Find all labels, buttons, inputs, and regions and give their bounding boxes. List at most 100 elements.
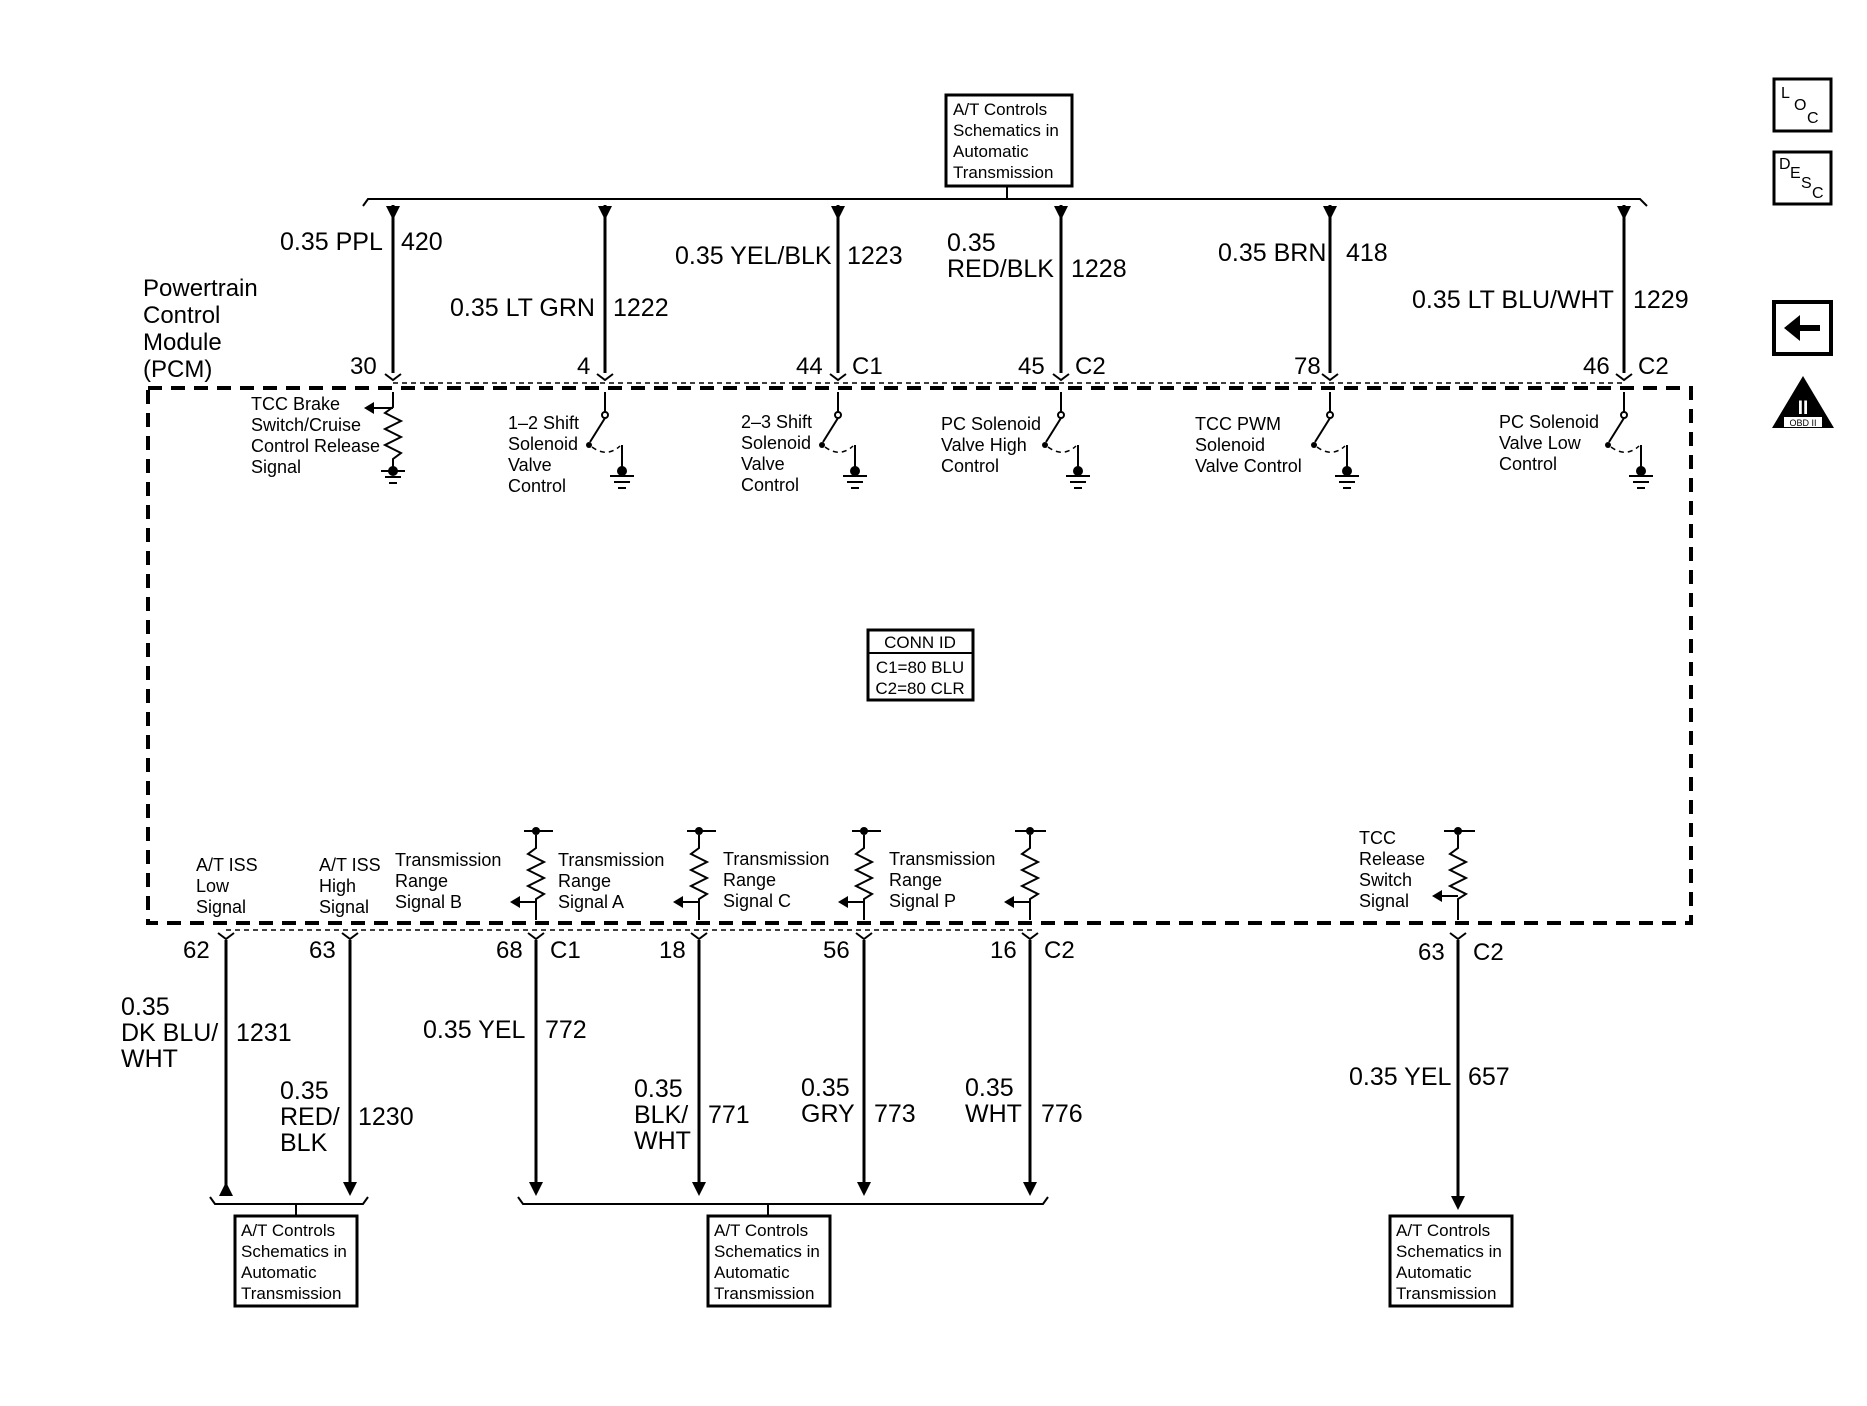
wire-773[interactable]: 56 0.35 GRY 773 — [801, 932, 916, 1196]
svg-text:OBD II: OBD II — [1789, 418, 1816, 428]
wire-773-circuit: 773 — [874, 1100, 916, 1128]
pcm-input-range-c: Transmission Range Signal C — [723, 827, 881, 920]
wire-1229-pin: 46 — [1583, 353, 1610, 380]
svg-text:Control: Control — [508, 476, 566, 496]
bottom-destination-box-1[interactable]: A/T Controls Schematics in Automatic Tra… — [233, 1214, 359, 1308]
top-dest-line-3: Automatic — [953, 142, 1029, 161]
pcm-input-range-b: Transmission Range Signal B — [395, 827, 553, 920]
pcm-boundary — [146, 386, 1693, 925]
wire-1222[interactable]: 0.35 LT GRN 1222 4 — [450, 205, 669, 382]
svg-text:C: C — [1812, 185, 1824, 202]
svg-text:C: C — [1807, 110, 1819, 127]
wire-418-pin: 78 — [1294, 353, 1321, 380]
svg-text:Schematics in: Schematics in — [714, 1242, 820, 1261]
svg-text:A/T Controls: A/T Controls — [1396, 1221, 1490, 1240]
description-button[interactable]: D E S C — [1772, 150, 1833, 206]
svg-text:Signal P: Signal P — [889, 891, 956, 911]
svg-text:Valve Control: Valve Control — [1195, 456, 1302, 476]
svg-text:Control: Control — [741, 475, 799, 495]
obd-ii-icon — [1772, 376, 1834, 428]
svg-text:Range: Range — [889, 870, 942, 890]
wire-420[interactable]: 0.35 PPL 420 30 — [280, 205, 443, 382]
wire-1231-size-color-2: DK BLU/ — [121, 1019, 218, 1047]
wire-1228[interactable]: 0.35 RED/BLK 1228 45 C2 — [947, 205, 1127, 382]
wire-772-circuit: 772 — [545, 1016, 587, 1044]
wire-657[interactable]: 63 C2 0.35 YEL 657 — [1349, 932, 1510, 1210]
top-destination-box[interactable]: A/T Controls Schematics in Automatic Tra… — [944, 93, 1074, 188]
wire-773-size-color-2: GRY — [801, 1100, 855, 1128]
svg-text:Solenoid: Solenoid — [741, 433, 811, 453]
svg-text:High: High — [319, 876, 356, 896]
wire-657-circuit: 657 — [1468, 1063, 1510, 1091]
pcm-input-tcc-release: TCC Release Switch Signal — [1359, 827, 1475, 920]
pcm-output-pc-low: PC Solenoid Valve Low Control — [1499, 392, 1653, 489]
svg-text:E: E — [1790, 165, 1801, 182]
wire-657-conn: C2 — [1473, 939, 1504, 966]
wire-1230-size-color-3: BLK — [280, 1129, 328, 1157]
svg-text:II: II — [1798, 398, 1809, 419]
svg-text:Schematics in: Schematics in — [1396, 1242, 1502, 1261]
wire-1228-conn: C2 — [1075, 353, 1106, 380]
svg-text:S: S — [1801, 175, 1812, 192]
wire-1229[interactable]: 0.35 LT BLU/WHT 1229 46 C2 — [1412, 205, 1689, 382]
wire-776-pin: 16 — [990, 937, 1017, 964]
wire-776[interactable]: 16 C2 0.35 WHT 776 — [965, 932, 1083, 1196]
wire-776-size-color-1: 0.35 — [965, 1074, 1014, 1102]
pcm-output-tcc-pwm: TCC PWM Solenoid Valve Control — [1195, 392, 1359, 489]
location-button[interactable]: L O C — [1772, 77, 1833, 133]
wire-1230-size-color-2: RED/ — [280, 1103, 340, 1131]
svg-text:1–2 Shift: 1–2 Shift — [508, 413, 579, 433]
wire-657-size-color: 0.35 YEL — [1349, 1063, 1452, 1091]
back-button[interactable] — [1772, 300, 1833, 356]
bottom-destination-box-3[interactable]: A/T Controls Schematics in Automatic Tra… — [1388, 1214, 1514, 1308]
wire-1222-size-color: 0.35 LT GRN — [450, 294, 595, 322]
svg-text:Signal: Signal — [319, 897, 369, 917]
top-dest-line-2: Schematics in — [953, 121, 1059, 140]
wire-1230-pin: 63 — [309, 937, 336, 964]
wire-420-pin: 30 — [350, 353, 377, 380]
svg-text:A/T ISS: A/T ISS — [196, 855, 258, 875]
bottom-bracket-left — [209, 1196, 369, 1216]
svg-text:A/T ISS: A/T ISS — [319, 855, 381, 875]
wire-418[interactable]: 0.35 BRN 418 78 — [1218, 205, 1388, 382]
svg-text:Range: Range — [395, 871, 448, 891]
svg-text:A/T Controls: A/T Controls — [714, 1221, 808, 1240]
wire-771-size-color-1: 0.35 — [634, 1075, 683, 1103]
svg-text:Signal A: Signal A — [558, 892, 624, 912]
wire-1230[interactable]: 63 0.35 RED/ BLK 1230 A/T ISS High Signa… — [280, 855, 414, 1196]
svg-text:(PCM): (PCM) — [143, 356, 212, 383]
wire-1228-size-color-1: 0.35 — [947, 229, 996, 257]
svg-text:Solenoid: Solenoid — [508, 434, 578, 454]
svg-text:O: O — [1794, 97, 1806, 114]
svg-text:Automatic: Automatic — [714, 1263, 790, 1282]
wire-1228-circuit: 1228 — [1071, 255, 1127, 283]
svg-text:TCC: TCC — [1359, 828, 1396, 848]
pcm-output-2-3-shift: 2–3 Shift Solenoid Valve Control — [741, 392, 867, 495]
obd-ii-button[interactable]: II OBD II — [1772, 376, 1834, 428]
svg-text:PC Solenoid: PC Solenoid — [941, 414, 1041, 434]
wire-1223-circuit: 1223 — [847, 242, 903, 270]
svg-text:Switch: Switch — [1359, 870, 1412, 890]
conn-id-title: CONN ID — [884, 633, 956, 652]
svg-text:Valve High: Valve High — [941, 435, 1027, 455]
wire-657-pin: 63 — [1418, 939, 1445, 966]
wire-772[interactable]: 68 C1 0.35 YEL 772 — [423, 932, 587, 1196]
wire-1231-size-color-1: 0.35 — [121, 993, 170, 1021]
wire-771[interactable]: 18 0.35 BLK/ WHT 771 — [634, 932, 750, 1196]
pcm-input-range-p: Transmission Range Signal P — [889, 827, 1046, 920]
bottom-destination-box-2[interactable]: A/T Controls Schematics in Automatic Tra… — [706, 1214, 832, 1308]
wire-1222-circuit: 1222 — [613, 294, 669, 322]
wire-1231[interactable]: 62 0.35 DK BLU/ WHT 1231 A/T ISS Low Sig… — [121, 855, 292, 1196]
wire-771-pin: 18 — [659, 937, 686, 964]
pcm-input-range-a: Transmission Range Signal A — [558, 827, 716, 920]
wire-1223-size-color: 0.35 YEL/BLK — [675, 242, 832, 270]
svg-text:Transmission: Transmission — [395, 850, 501, 870]
wire-1231-pin: 62 — [183, 937, 210, 964]
wire-418-circuit: 418 — [1346, 239, 1388, 267]
svg-text:A/T Controls: A/T Controls — [241, 1221, 335, 1240]
wire-1222-pin: 4 — [577, 353, 590, 380]
svg-text:Solenoid: Solenoid — [1195, 435, 1265, 455]
pcm-output-pc-high: PC Solenoid Valve High Control — [941, 392, 1090, 489]
wire-1223[interactable]: 0.35 YEL/BLK 1223 44 C1 — [675, 205, 903, 382]
